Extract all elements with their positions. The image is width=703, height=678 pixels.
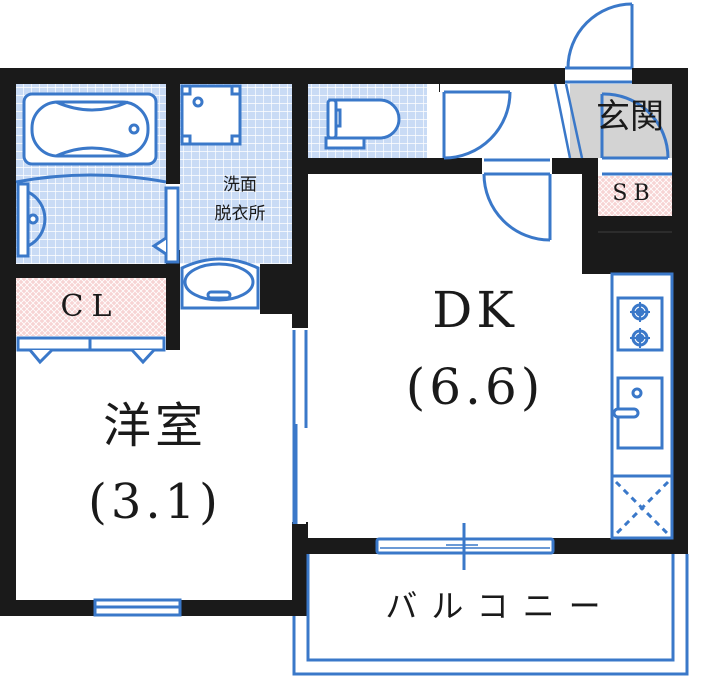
- entrance-label: 玄関: [596, 97, 664, 137]
- bath-door-icon: [16, 182, 180, 264]
- doors: [430, 2, 672, 242]
- western-window-icon: [93, 598, 182, 617]
- washroom-label-line2: 脱衣所: [214, 204, 266, 224]
- dk-room-area: (6.6): [405, 358, 545, 416]
- kitchen-counter-icon: [610, 272, 674, 540]
- balcony-label: バルコニー: [385, 587, 615, 625]
- walls: [0, 68, 688, 616]
- sliding-door-icon: [292, 328, 308, 524]
- dk-room-label: DK: [432, 281, 518, 339]
- washroom-label-line1: 洗面: [223, 175, 257, 195]
- bathtub-icon: [15, 92, 167, 184]
- shoebox-label: SB: [612, 181, 656, 206]
- sink-icon: [612, 376, 664, 450]
- closet-doors-icon: [16, 336, 166, 365]
- washbasin-icon: [180, 257, 260, 310]
- refrigerator-space-icon: [610, 474, 674, 540]
- shoebox-floor: [598, 176, 672, 216]
- western-room-label: 洋室: [102, 398, 207, 454]
- balcony-outline: [292, 554, 689, 676]
- closet-floor: [16, 278, 166, 336]
- gas-burner-icon: [630, 302, 650, 348]
- closet-label: CL: [60, 289, 120, 324]
- dk-window-icon: [375, 523, 555, 570]
- washing-machine-icon: [180, 84, 242, 146]
- western-room-area: (3.1): [88, 474, 222, 530]
